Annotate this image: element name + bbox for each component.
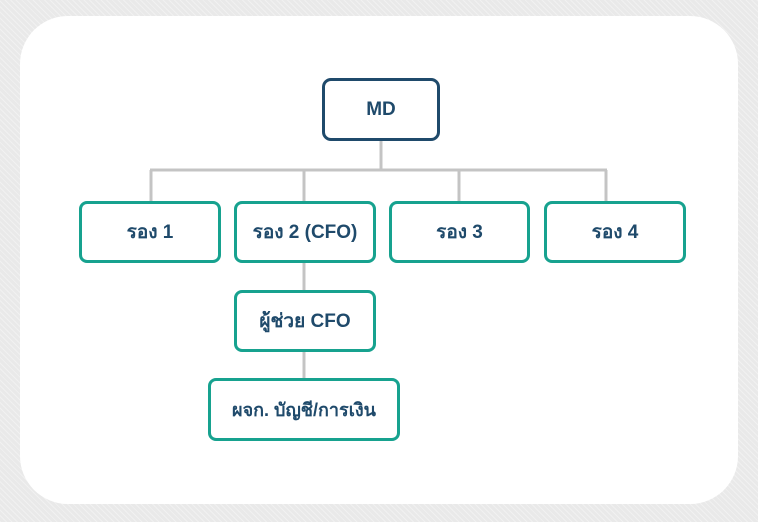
node-deputy-1: รอง 1 — [79, 201, 221, 263]
node-accounting-manager-label: ผจก. บัญชี/การเงิน — [232, 400, 376, 420]
node-deputy-1-label: รอง 1 — [126, 222, 174, 243]
node-md: MD — [322, 78, 440, 141]
node-cfo-assistant: ผู้ช่วย CFO — [234, 290, 376, 352]
node-cfo-assistant-label: ผู้ช่วย CFO — [259, 311, 351, 332]
node-deputy-4-label: รอง 4 — [591, 222, 639, 243]
node-deputy-4: รอง 4 — [544, 201, 686, 263]
node-deputy-2-label: รอง 2 (CFO) — [252, 222, 358, 243]
node-md-label: MD — [366, 98, 396, 120]
node-deputy-3: รอง 3 — [389, 201, 530, 263]
node-deputy-2-cfo: รอง 2 (CFO) — [234, 201, 376, 263]
node-deputy-3-label: รอง 3 — [436, 222, 483, 243]
node-accounting-manager: ผจก. บัญชี/การเงิน — [208, 378, 400, 441]
